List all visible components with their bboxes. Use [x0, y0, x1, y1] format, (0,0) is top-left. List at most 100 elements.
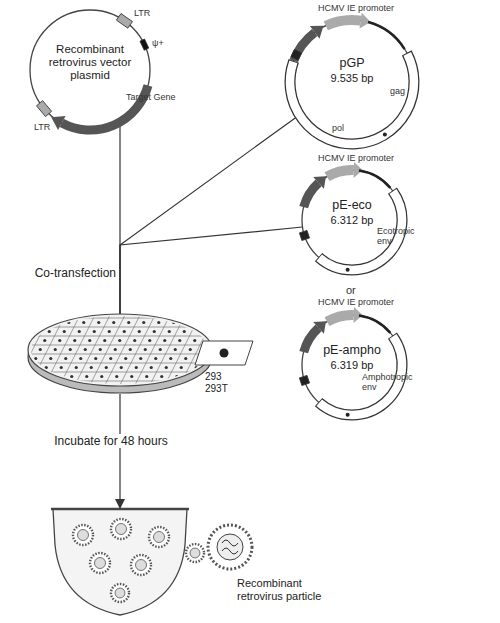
cell-dot	[247, 321, 250, 324]
cell-dot	[69, 348, 72, 351]
cell-dot	[130, 375, 133, 378]
grid-line	[55, 305, 100, 395]
tube-rim	[51, 508, 189, 511]
cell-dot	[153, 330, 156, 333]
cell-dot	[25, 321, 26, 324]
cell-dot	[190, 375, 193, 378]
virion	[73, 525, 93, 545]
gene-junction-mark	[346, 413, 350, 417]
promoter-arc	[326, 20, 361, 26]
cell-dot	[250, 375, 253, 378]
cell-dot	[177, 312, 180, 315]
cell-dot	[178, 339, 181, 342]
part-label: LTR	[134, 8, 164, 18]
cell-dot	[123, 330, 126, 333]
cell-dot	[139, 357, 142, 360]
virion	[186, 544, 204, 562]
promoter-arc	[327, 315, 354, 322]
node-title: pGP	[302, 56, 402, 70]
cell-dot	[90, 366, 93, 369]
grid-line	[85, 305, 130, 395]
polya-box	[291, 49, 302, 60]
vector-plasmid: Recombinant retrovirus vector plasmid	[25, 5, 155, 135]
cell-dot	[102, 312, 105, 315]
plasmid-ring	[30, 10, 150, 130]
cell-dot	[187, 321, 190, 324]
grid-line	[25, 381, 265, 382]
grid-line	[145, 305, 190, 395]
cell-dot	[93, 330, 96, 333]
cell-dot	[60, 366, 63, 369]
cell-dot	[252, 312, 255, 315]
virion-core	[154, 532, 165, 543]
cell-dot	[159, 348, 162, 351]
resistance-gene-arc	[304, 328, 319, 352]
cell-dot	[34, 357, 37, 360]
psi-box	[140, 39, 149, 50]
cell-dot	[207, 312, 210, 315]
cell-dot	[172, 321, 175, 324]
cell-dot	[201, 384, 204, 387]
cell-dot	[186, 384, 189, 387]
virion-large	[208, 525, 252, 569]
plasmid-ring	[302, 315, 402, 415]
grid-line	[25, 305, 70, 395]
envelope-plasmid: pE-ampho6.319 bp	[294, 307, 410, 423]
leader-arc	[368, 22, 405, 49]
cell-dot	[66, 384, 69, 387]
cell-nucleus	[220, 349, 229, 358]
cell-dot	[55, 375, 58, 378]
resistance-gene-arc	[304, 183, 319, 207]
cell-dot	[70, 375, 73, 378]
cell-dot	[228, 330, 231, 333]
virion	[90, 553, 110, 573]
cell-dot	[246, 384, 249, 387]
cell-dot	[25, 375, 28, 378]
gene-arrow-head	[310, 26, 324, 39]
cell-dot	[100, 375, 103, 378]
flow-connector	[120, 115, 299, 314]
cell-dot	[126, 384, 129, 387]
cell-dot	[142, 321, 145, 324]
gene-arrow-head	[360, 13, 371, 29]
grid-line	[115, 305, 160, 395]
cell-dot	[67, 321, 70, 324]
cell-dot	[73, 339, 76, 342]
cell-dot	[27, 312, 30, 315]
virion	[111, 519, 131, 539]
part-label: Amphotropic env	[362, 372, 420, 393]
virion-core	[78, 530, 89, 541]
flow-connector	[120, 227, 303, 314]
virus-tube: Recombinant retrovirus particle	[45, 505, 345, 620]
gene-arrow-head	[51, 116, 65, 130]
part-label: ψ+	[152, 38, 172, 48]
virion-core	[95, 558, 106, 569]
gag-pol-band-fill	[290, 54, 414, 144]
cell-dot	[133, 339, 136, 342]
gene-junction-mark	[346, 268, 350, 272]
cell-dot	[84, 348, 87, 351]
cell-dot	[33, 330, 36, 333]
cell-dot	[28, 339, 31, 342]
grid-line	[130, 305, 175, 395]
part-label: gag	[390, 86, 415, 96]
cell-dot	[243, 330, 246, 333]
cell-dot	[115, 375, 118, 378]
cell-dot	[135, 366, 138, 369]
culture-dish-outline	[25, 305, 265, 410]
step-label: Co-transfection	[26, 266, 116, 280]
cell-dot	[72, 312, 75, 315]
cell-dot	[112, 321, 115, 324]
cell-dot	[174, 348, 177, 351]
node-title: Recombinant retrovirus particle	[237, 577, 345, 602]
cell-dot	[109, 357, 112, 360]
cell-dot	[97, 321, 100, 324]
cell-dot	[235, 375, 238, 378]
cell-dot	[217, 321, 220, 324]
virion	[149, 527, 169, 547]
cell-dot	[147, 312, 150, 315]
ltr-box	[116, 14, 132, 29]
cell-dot	[91, 393, 94, 396]
cell-dot	[144, 348, 147, 351]
